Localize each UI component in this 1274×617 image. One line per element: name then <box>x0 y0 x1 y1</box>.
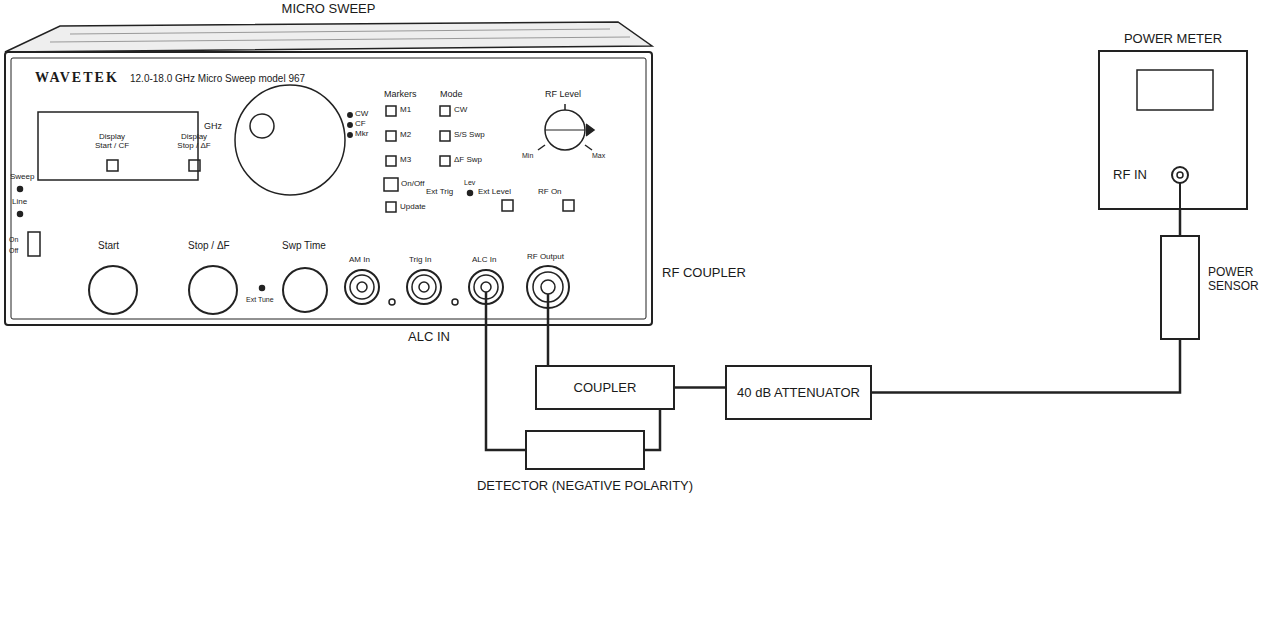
button-label: S/S Swp <box>454 131 485 140</box>
led-label: Lev <box>464 179 475 187</box>
switch-label: Off <box>9 247 18 255</box>
node-heading: MICRO SWEEP <box>5 1 652 17</box>
cable <box>547 325 550 365</box>
cable <box>675 386 725 389</box>
button-label: On/Off <box>401 180 424 189</box>
button-label: CW <box>454 106 467 115</box>
power-sensor: POWER SENSOR <box>1160 235 1200 340</box>
led-label: Ext Tune <box>246 296 274 304</box>
unit-label: GHz <box>204 122 222 132</box>
power-meter: POWER METER <box>1098 50 1248 210</box>
knob-label: RF Level <box>545 90 581 100</box>
cable <box>872 340 1180 393</box>
cable-label: ALC IN <box>408 330 450 344</box>
knob-mode-label: CW <box>355 110 368 119</box>
meter-screen <box>1137 70 1213 110</box>
button-label: M2 <box>400 131 411 140</box>
node-heading: POWER METER <box>1100 31 1246 47</box>
node-heading: POWER SENSOR <box>1208 265 1266 294</box>
scale-label: Max <box>592 152 605 160</box>
button-label: Display Start / CF <box>90 133 134 151</box>
cable-label: RF COUPLER <box>662 266 746 280</box>
knob-label: Swp Time <box>282 240 326 251</box>
led-label: Sweep <box>10 173 34 182</box>
cable <box>486 325 525 450</box>
button-label: Update <box>400 203 426 212</box>
button-label: RF On <box>538 188 562 197</box>
connector-label: AM In <box>349 256 370 265</box>
rf-level-knob <box>545 110 585 150</box>
scale-label: Min <box>522 152 533 160</box>
sweep-time-knob <box>283 268 327 312</box>
detector: DETECTOR (NEGATIVE POLARITY) <box>525 430 645 470</box>
knob-label: Stop / ΔF <box>188 240 230 251</box>
switch-label: On <box>9 236 18 244</box>
attenuator: 40 dB ATTENUATOR <box>725 365 872 420</box>
group-label: Mode <box>440 90 463 100</box>
connector-label: ALC In <box>472 256 496 265</box>
brand-name: WAVETEK <box>35 70 119 85</box>
button-label: ΔF Swp <box>454 156 482 165</box>
node-heading: COUPLER <box>574 380 637 396</box>
group-label: Markers <box>384 90 417 100</box>
button-label: Ext Trig <box>426 188 453 197</box>
node-heading: 40 dB ATTENUATOR <box>737 385 860 401</box>
start-knob <box>89 266 137 314</box>
cable <box>1179 210 1182 235</box>
front-panel <box>5 52 652 325</box>
cable <box>645 410 660 450</box>
connector-label: RF Output <box>527 253 564 262</box>
knob-mode-label: Mkr <box>355 130 368 139</box>
model-label: 12.0-18.0 GHz Micro Sweep model 967 <box>130 73 305 84</box>
signal-generator: MICRO SWEEP <box>5 22 652 325</box>
rf-coupler: COUPLER <box>535 365 675 410</box>
node-heading: DETECTOR (NEGATIVE POLARITY) <box>477 478 693 494</box>
port-label: RF IN <box>1113 168 1147 182</box>
knob-label: Start <box>98 240 119 251</box>
power-switch <box>28 232 40 256</box>
knob-mode-label: CF <box>355 120 366 129</box>
button-label: Ext Level <box>478 188 511 197</box>
instrument-top <box>5 22 652 52</box>
led-label: Line <box>12 198 27 207</box>
tuning-knob <box>235 85 345 195</box>
stop-knob <box>189 266 237 314</box>
button-label: M3 <box>400 156 411 165</box>
frequency-display <box>38 112 198 180</box>
button-label: Display Stop / ΔF <box>172 133 216 151</box>
connector-label: Trig In <box>409 256 431 265</box>
button-label: M1 <box>400 106 411 115</box>
